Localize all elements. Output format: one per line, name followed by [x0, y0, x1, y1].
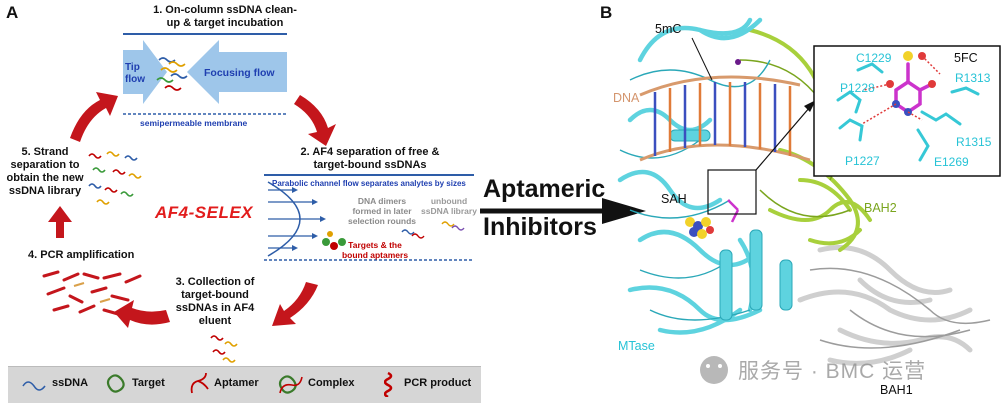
pcr-products-pile — [42, 270, 142, 316]
legend-aptamer: Aptamer — [214, 377, 259, 389]
dna-duplex — [639, 75, 811, 162]
inset-r1313: R1313 — [955, 71, 991, 85]
step3-line1: 3. Collection of — [175, 276, 255, 288]
legend: ssDNA Target Aptamer Complex PCR product — [8, 366, 481, 402]
label-mtase: MTase — [618, 339, 655, 353]
af4-selex-title: AF4-SELEX — [155, 203, 254, 222]
focusing-flow-arrow — [187, 40, 287, 104]
inset-p1227: P1227 — [845, 154, 880, 168]
bah1-domain — [797, 245, 973, 366]
focusing-flow-label: Focusing flow — [204, 67, 275, 79]
label-dna: DNA — [613, 91, 640, 105]
targets-bound-line1: Targets & the — [348, 240, 402, 250]
dna-dimers-line2: formed in later — [352, 206, 412, 216]
cycle-arrows — [48, 92, 336, 328]
label-bah1: BAH1 — [880, 383, 913, 397]
step1-line1: 1. On-column ssDNA clean- — [153, 4, 297, 16]
tip-flow-line1: Tip — [125, 62, 140, 73]
step1-line2: up & target incubation — [166, 17, 284, 29]
label-sah: SAH — [661, 192, 687, 206]
aptamer-icon — [190, 372, 209, 394]
dna-dimers-line3: selection rounds — [347, 216, 416, 226]
unbound-label: unbound ssDNA library — [420, 196, 478, 216]
step2-line2: target-bound ssDNAs — [313, 159, 427, 171]
legend-complex: Complex — [308, 377, 355, 389]
inset-c1229: C1229 — [856, 51, 892, 65]
step5-label: 5. Strand separation to obtain the new s… — [2, 146, 88, 198]
step5-line1: 5. Strand — [21, 146, 69, 158]
step1-label: 1. On-column ssDNA clean- up & target in… — [140, 4, 310, 30]
inset-residues — [836, 62, 980, 162]
inhibitors-line: Inhibitors — [483, 213, 597, 241]
step2-label: 2. AF4 separation of free & target-bound… — [280, 146, 460, 172]
mtase-domain — [617, 17, 763, 335]
pcr-product-icon — [384, 371, 393, 397]
cycle-arrow-3 — [114, 300, 170, 328]
step5-line3: obtain the new — [6, 172, 84, 184]
legend-bar — [8, 366, 481, 403]
target-icon — [106, 374, 125, 393]
ssdna-icon — [22, 381, 46, 391]
step5-line4: ssDNA library — [8, 185, 82, 197]
targets-bound-line2: bound aptamers — [341, 250, 409, 260]
tip-flow-label: Tip flow — [125, 62, 145, 86]
dna-dimers-line1: DNA dimers — [357, 196, 407, 206]
inset-e1269: E1269 — [934, 155, 969, 169]
unbound-line1: unbound — [430, 196, 468, 206]
cycle-arrow-4 — [48, 206, 72, 238]
label-bah2: BAH2 — [864, 201, 897, 215]
protein-structure — [617, 17, 1001, 384]
step3-line2: target-bound — [181, 289, 249, 301]
unbound-line2: ssDNA library — [421, 206, 477, 216]
legend-pcr-product: PCR product — [404, 377, 472, 389]
cycle-arrow-2 — [272, 282, 318, 326]
aptameric-line: Aptameric — [483, 175, 606, 203]
complex-icon — [278, 375, 303, 394]
inhibition-arrow — [480, 198, 646, 224]
cycle-arrow-1 — [294, 95, 336, 146]
dna-dimers-label: DNA dimers formed in later selection rou… — [346, 196, 418, 226]
aptameric-inhibitors-text: Aptameric Inhibitors — [483, 172, 623, 244]
collected-aptamers — [210, 335, 238, 363]
inset-5fc-label: 5FC — [954, 51, 978, 65]
parabolic-label: Parabolic channel flow separates analyte… — [272, 179, 466, 188]
tip-flow-arrow — [123, 40, 167, 104]
step2-line1: 2. AF4 separation of free & — [300, 146, 440, 158]
step3-line3: ssDNAs in AF4 — [175, 302, 255, 314]
legend-target: Target — [132, 377, 165, 389]
watermark-text: 服务号 · BMC 运营 — [738, 360, 927, 383]
inset-p1228: P1228 — [840, 81, 875, 95]
legend-ssdna: ssDNA — [52, 377, 89, 389]
label-5mc: 5mC — [655, 22, 682, 36]
panel-a-letter: A — [6, 3, 19, 22]
sah-ligand — [685, 217, 714, 239]
tip-flow-line2: flow — [125, 74, 145, 85]
inset-r1315: R1315 — [956, 135, 992, 149]
membrane-label: semipermeable membrane — [140, 118, 248, 128]
focusing-channel-diagram — [123, 33, 287, 115]
step3-line4: eluent — [198, 315, 232, 327]
step5-line2: separation to — [10, 159, 80, 171]
new-library-icons — [88, 151, 142, 205]
step4-label: 4. PCR amplification — [28, 249, 135, 261]
panel-b-letter: B — [600, 3, 613, 22]
step3-label: 3. Collection of target-bound ssDNAs in … — [162, 276, 268, 328]
parabolic-channel-diagram — [264, 174, 474, 261]
cycle-arrow-5 — [70, 92, 118, 142]
targets-bound-label: Targets & the bound aptamers — [340, 240, 410, 260]
